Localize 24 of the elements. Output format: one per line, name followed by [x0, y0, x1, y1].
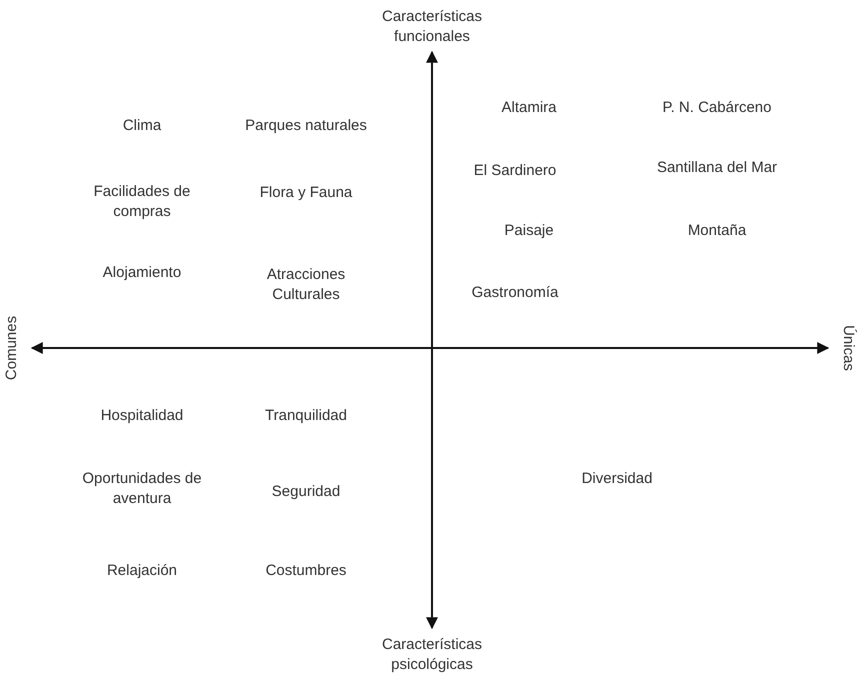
attribute-label: El Sardinero [474, 161, 556, 181]
attribute-label: Seguridad [272, 482, 340, 502]
attribute-label: Tranquilidad [265, 406, 347, 426]
attribute-label: Diversidad [582, 469, 652, 489]
attribute-label: Paisaje [504, 221, 554, 241]
attribute-label: Montaña [688, 221, 746, 241]
attribute-label: Relajación [106, 561, 178, 581]
axis-label: Únicas [839, 325, 858, 371]
axis-label: Características psicológicas [380, 635, 484, 675]
attribute-label: Clima [122, 116, 162, 136]
attribute-label: Facilidades de compras [92, 182, 192, 222]
attribute-label: P. N. Cabárceno [662, 98, 772, 118]
attribute-label: Santillana del Mar [656, 158, 778, 178]
attribute-label: Hospitalidad [100, 406, 184, 426]
axis-label: Características funcionales [380, 7, 484, 47]
axis-label: Comunes [2, 316, 21, 380]
attribute-label: Altamira [502, 98, 556, 118]
attribute-label: Alojamiento [102, 263, 182, 283]
attribute-label: Oportunidades de aventura [81, 469, 203, 509]
attribute-label: Parques naturales [245, 116, 367, 136]
attribute-label: Gastronomía [472, 283, 558, 303]
attribute-label: Costumbres [266, 561, 346, 581]
attribute-label: Flora y Fauna [260, 183, 352, 203]
attribute-label: Atracciones Culturales [266, 265, 346, 305]
